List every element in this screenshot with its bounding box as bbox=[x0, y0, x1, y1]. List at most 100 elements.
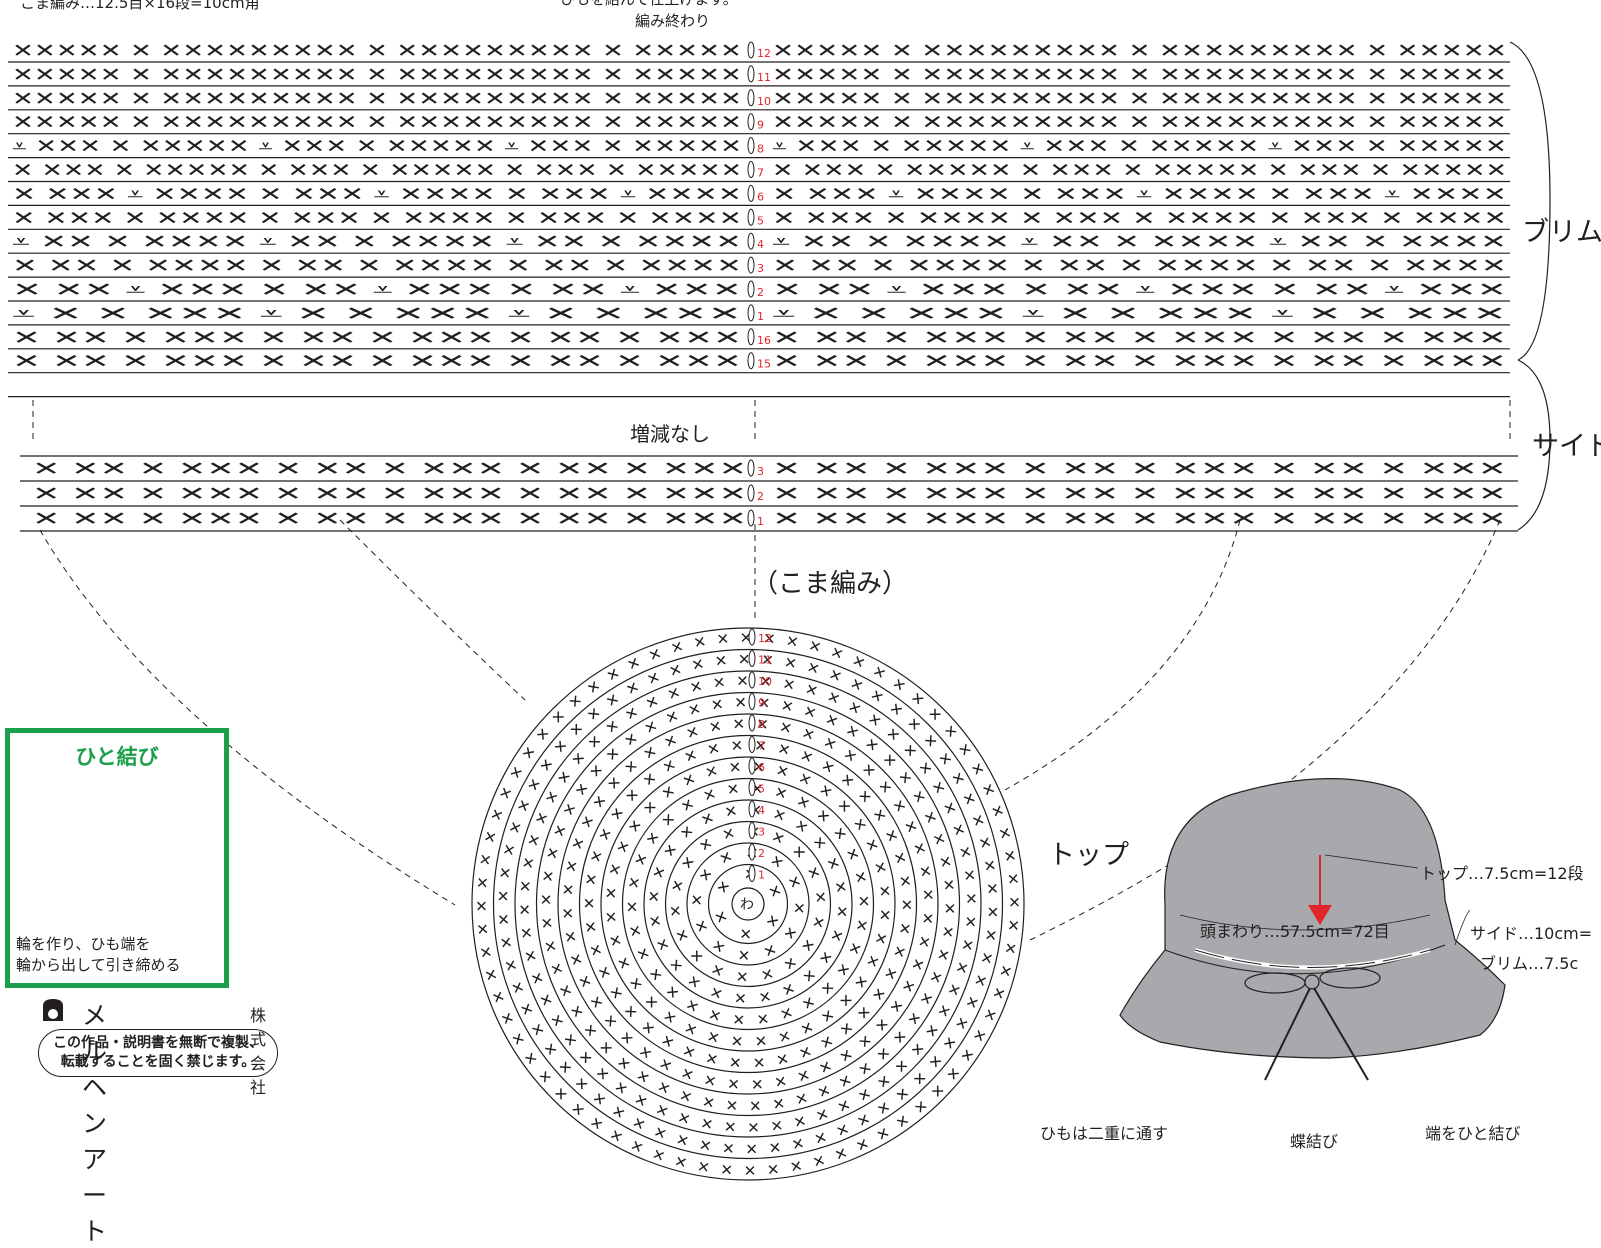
brim-row-number: 2 bbox=[757, 286, 764, 299]
top-stitch-mark: ✕ bbox=[531, 809, 552, 828]
top-stitch-mark: ✕ bbox=[983, 882, 1002, 896]
top-stitch-mark: ✕ bbox=[854, 1109, 874, 1131]
top-stitch-mark: ✕ bbox=[987, 802, 1008, 820]
top-stitch-mark: ✕ bbox=[1005, 896, 1023, 909]
top-stitch-mark: ✕ bbox=[900, 817, 922, 836]
top-stitch-mark: ✕ bbox=[967, 812, 988, 830]
top-stitch-mark: ✕ bbox=[604, 773, 626, 794]
brim-stitch-row-left: ⩡ ✕✕ ✕ ✕✕✕✕ ⩡ ✕✕ ✕ ✕✕✕✕ ⩡ ✕✕ ✕ ✕✕✕✕ bbox=[12, 231, 742, 253]
brim-row-number: 4 bbox=[757, 238, 764, 251]
top-row-number: 5 bbox=[758, 783, 765, 796]
top-stitch-mark: ✕ bbox=[862, 952, 884, 971]
top-stitch-mark: ✕ bbox=[577, 812, 599, 831]
top-stitch-mark: ✕ bbox=[691, 916, 713, 935]
brim-row-lines bbox=[8, 61, 1510, 398]
top-stitch-mark: ✕ bbox=[768, 1137, 782, 1156]
top-stitch-mark: ✕ bbox=[666, 954, 688, 975]
brim-stitch-row-right: ✕ ✕✕✕ ✕ ✕✕✕✕ ✕ ✕✕✕ ✕ ✕✕✕✕ ✕ ✕✕✕ ✕ ✕✕✕✕ bbox=[772, 207, 1507, 229]
top-stitch-mark: ✕ bbox=[621, 756, 642, 778]
hat-bow-label: 蝶結び bbox=[1290, 1132, 1339, 1151]
top-stitch-mark: ✕ bbox=[799, 724, 817, 745]
chain-stitch-mark bbox=[748, 693, 756, 710]
top-stitch-mark: ✕ bbox=[541, 938, 561, 954]
side-row-number: 3 bbox=[757, 465, 764, 478]
top-stitch-mark: ✕ bbox=[994, 825, 1015, 842]
top-stitch-mark: ✕ bbox=[756, 1009, 771, 1028]
top-stitch-mark: ✕ bbox=[909, 1068, 931, 1090]
top-stitch-mark: ✕ bbox=[915, 864, 935, 880]
top-stitch-mark: ✕ bbox=[755, 715, 769, 734]
brim-stitch-row-left: ✕ ✕✕ ✕ ✕✕✕ ✕ ✕✕ ✕ ✕✕✕ ✕ ✕✕ ✕ ✕✕✕ bbox=[12, 327, 742, 349]
side-stitch-row-right: ✕ ✕✕ ✕ ✕✕✕ ✕ ✕✕ ✕ ✕✕✕ ✕ ✕✕ ✕ ✕✕✕ bbox=[772, 458, 1507, 480]
top-stitch-mark: ✕ bbox=[538, 916, 557, 930]
top-stitch-mark: ✕ bbox=[889, 849, 910, 866]
top-stitch-mark: ✕ bbox=[497, 935, 517, 950]
brim-stitch-row-right: ✕ ✕✕ ⩡ ✕✕✕ ✕ ✕✕ ⩡ ✕✕✕ ✕ ✕✕ ⩡ ✕✕✕ bbox=[772, 279, 1507, 301]
chain-stitch-mark bbox=[748, 843, 756, 861]
brim-stitch-row-left: ✕✕✕✕✕ ✕ ✕✕✕✕✕✕✕✕✕ ✕ ✕✕✕✕✕✕✕✕✕ ✕ ✕✕✕✕✕ bbox=[12, 112, 742, 134]
top-stitch-mark: ✕ bbox=[769, 827, 788, 849]
brim-stitch-row-right: ✕ ✕✕✕ ⩡ ✕✕✕✕ ✕ ✕✕✕ ⩡ ✕✕✕✕ ✕ ✕✕✕ ⩡ ✕✕✕✕ bbox=[772, 183, 1507, 205]
top-stitch-mark: ✕ bbox=[899, 740, 921, 762]
chain-stitch-mark bbox=[747, 137, 755, 155]
top-stitch-mark: ✕ bbox=[580, 1020, 602, 1041]
top-stitch-mark: ✕ bbox=[606, 932, 627, 949]
top-stitch-mark: ✕ bbox=[499, 842, 519, 858]
top-stitch-mark: ✕ bbox=[849, 651, 868, 673]
top-stitch-mark: ✕ bbox=[889, 943, 910, 960]
top-stitch-mark: ✕ bbox=[641, 991, 663, 1013]
top-stitch-mark: ✕ bbox=[809, 832, 831, 853]
top-stitch-mark: ✕ bbox=[948, 821, 969, 839]
top-stitch-mark: ✕ bbox=[988, 984, 1009, 1002]
chain-stitch-mark bbox=[747, 41, 755, 59]
top-stitch-mark: ✕ bbox=[906, 1038, 928, 1059]
top-stitch-mark: ✕ bbox=[688, 893, 707, 907]
hat-brim-label: ブリム…7.5c bbox=[1480, 954, 1579, 973]
top-stitch-mark: ✕ bbox=[562, 858, 582, 874]
top-stitch-mark: ✕ bbox=[795, 1065, 813, 1086]
top-stitch-mark: ✕ bbox=[680, 769, 699, 791]
top-stitch-mark: ✕ bbox=[620, 1000, 642, 1021]
top-stitch-mark: ✕ bbox=[1003, 872, 1022, 886]
top-stitch-mark: ✕ bbox=[663, 707, 681, 728]
top-stitch-mark: ✕ bbox=[602, 910, 621, 924]
top-stitch-mark: ✕ bbox=[766, 1159, 780, 1178]
top-stitch-mark: ✕ bbox=[613, 953, 635, 972]
top-stitch-mark: ✕ bbox=[501, 957, 522, 974]
top-stitch-mark: ✕ bbox=[1000, 941, 1020, 956]
top-stitch-mark: ✕ bbox=[668, 877, 689, 894]
side-stitch-row-right: ✕ ✕✕ ✕ ✕✕✕ ✕ ✕✕ ✕ ✕✕✕ ✕ ✕✕ ✕ ✕✕✕ bbox=[772, 508, 1507, 530]
top-stitch-mark: ✕ bbox=[605, 861, 626, 878]
top-stitch-mark: ✕ bbox=[735, 967, 749, 986]
chain-stitch-mark bbox=[747, 459, 755, 477]
top-stitch-mark: ✕ bbox=[708, 982, 726, 1003]
hat-illustration bbox=[1119, 778, 1506, 1081]
top-stitch-mark: ✕ bbox=[543, 845, 564, 862]
side-dashed-lines bbox=[32, 400, 1511, 941]
top-stitch-mark: ✕ bbox=[781, 675, 797, 695]
top-stitch-mark: ✕ bbox=[652, 935, 674, 954]
top-stitch-mark: ✕ bbox=[711, 907, 733, 926]
chain-stitch-mark bbox=[747, 184, 755, 202]
top-stitch-mark: ✕ bbox=[516, 903, 534, 916]
top-stitch-mark: ✕ bbox=[858, 760, 879, 782]
top-stitch-mark: ✕ bbox=[701, 1092, 717, 1112]
top-stitch-mark: ✕ bbox=[979, 1005, 1001, 1024]
top-stitch-mark: ✕ bbox=[847, 674, 866, 696]
top-stitch-mark: ✕ bbox=[708, 717, 724, 737]
chain-stitch-mark bbox=[747, 113, 755, 131]
top-stitch-mark: ✕ bbox=[828, 643, 846, 664]
chain-stitch-mark bbox=[747, 208, 755, 226]
top-stitch-mark: ✕ bbox=[744, 1161, 757, 1179]
top-stitch-mark: ✕ bbox=[826, 927, 847, 945]
top-stitch-mark: ✕ bbox=[942, 1063, 964, 1084]
stitch-name-label: （こま編み） bbox=[752, 569, 909, 599]
top-stitch-mark: ✕ bbox=[535, 1066, 557, 1087]
top-stitch-mark: ✕ bbox=[957, 937, 977, 953]
top-stitch-mark: ✕ bbox=[852, 917, 872, 933]
top-stitch-mark: ✕ bbox=[789, 901, 808, 915]
top-stitch-mark: ✕ bbox=[792, 1111, 808, 1131]
hat-head-label: 頭まわり…57.5cm=72目 bbox=[1200, 922, 1390, 941]
top-stitch-mark: ✕ bbox=[703, 762, 720, 783]
